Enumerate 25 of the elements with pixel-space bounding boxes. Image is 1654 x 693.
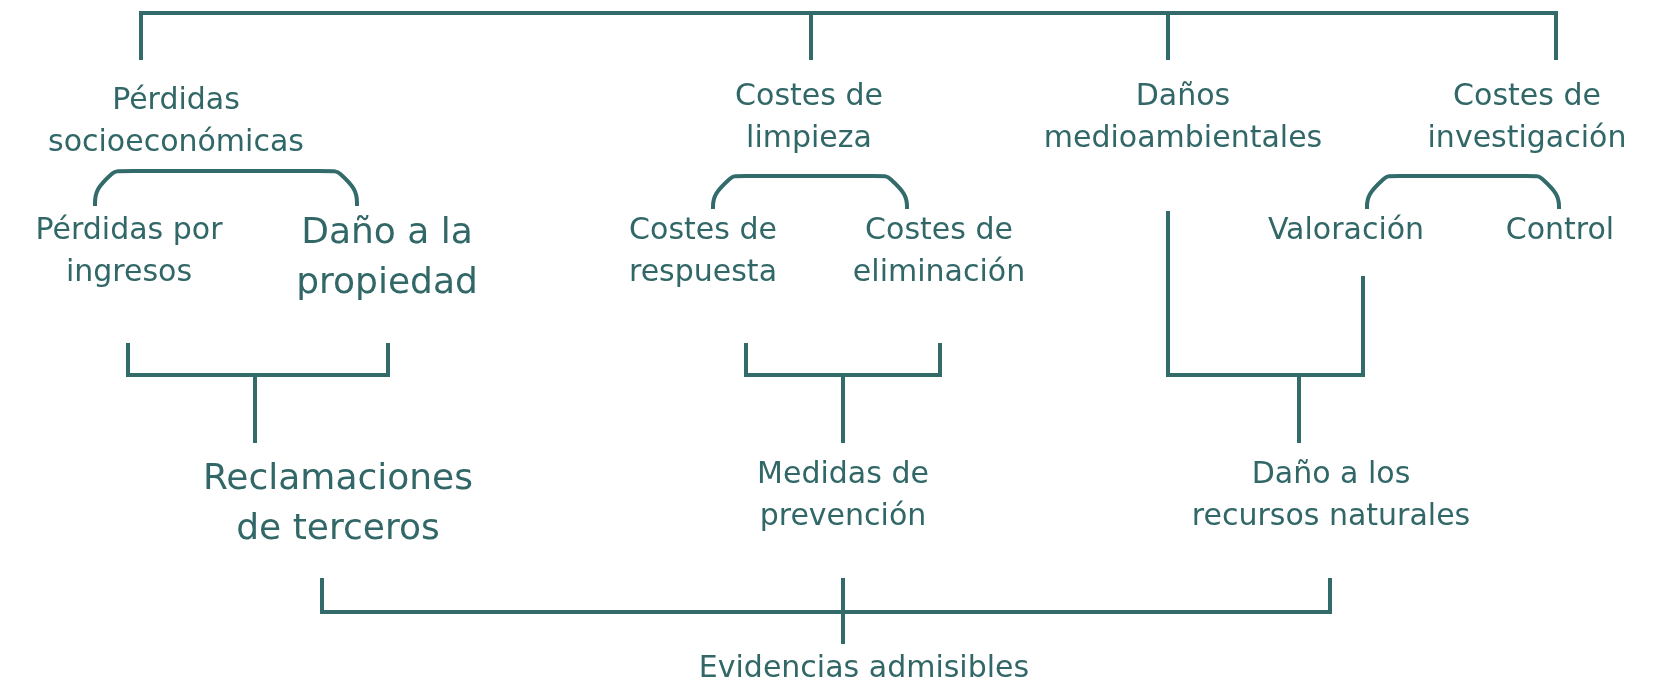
node-label: Reclamaciones de terceros [201, 455, 475, 550]
curly-brace [93, 169, 226, 208]
node-label: Costes de respuesta [627, 210, 779, 290]
bracket-line [841, 343, 942, 443]
node-label: Pérdidas socioeconómicas [47, 80, 305, 160]
node-label: Daño a la propiedad [295, 209, 479, 304]
node-label: Costes de investigación [1426, 76, 1628, 156]
bracket-line [253, 343, 390, 443]
curly-brace [1365, 174, 1463, 211]
node-label: Pérdidas por ingresos [34, 210, 224, 290]
node-label: Daño a los recursos naturales [1190, 454, 1472, 534]
node-label: Medidas de prevención [756, 454, 930, 534]
curly-brace [1463, 174, 1561, 211]
node-label: Evidencias admisibles [698, 648, 1030, 686]
node-label: Costes de limpieza [734, 76, 884, 156]
node-label: Control [1505, 210, 1615, 248]
bracket-line [841, 578, 1332, 644]
curly-brace [810, 174, 909, 211]
curly-brace [226, 169, 359, 208]
node-label: Valoración [1267, 210, 1425, 248]
node-label: Daños medioambientales [1042, 76, 1324, 156]
node-label: Costes de eliminación [851, 210, 1027, 290]
bracket-line [1166, 11, 1558, 60]
bracket-line [1297, 276, 1365, 443]
curly-brace [711, 174, 810, 211]
